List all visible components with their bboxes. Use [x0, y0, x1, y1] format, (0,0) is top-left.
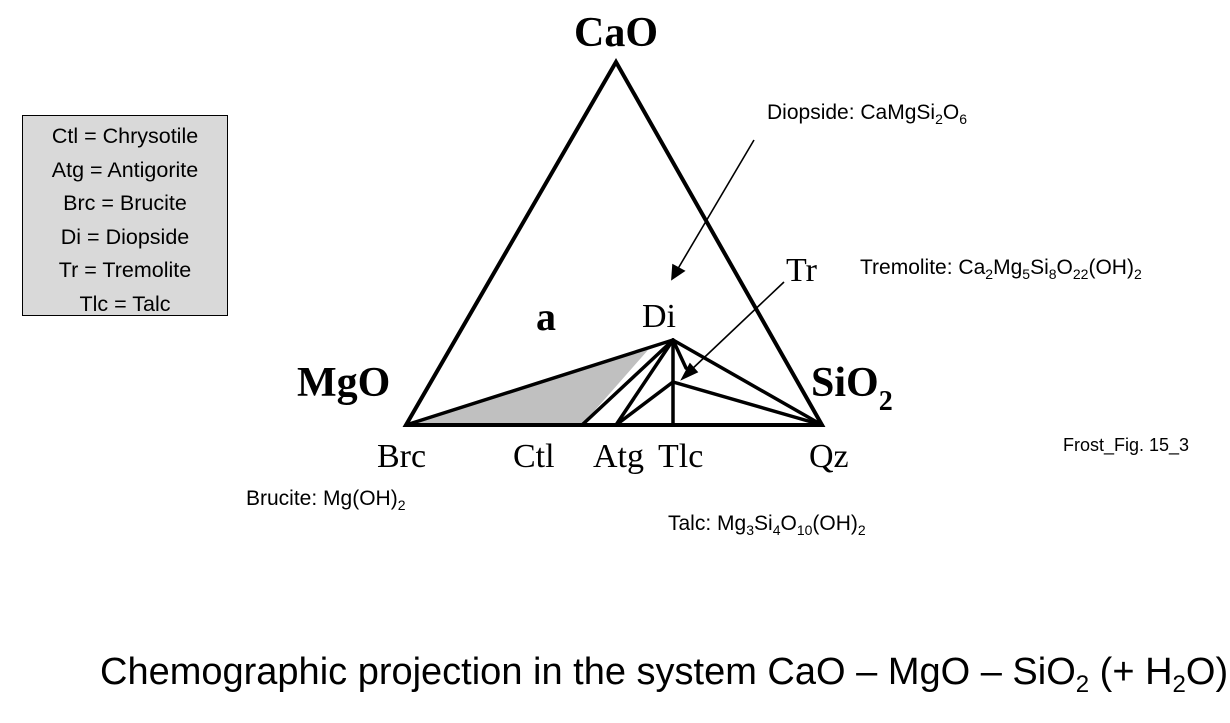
legend-item: Di = Diopside: [60, 224, 190, 249]
vertex-label-mgo: MgO: [297, 360, 390, 406]
tie-lines: [404, 338, 824, 427]
phase-label-qz: Qz: [809, 438, 849, 475]
formula-subscript: 10: [796, 522, 813, 538]
legend-item: Ctl = Chrysotile: [51, 124, 199, 148]
formula-text: Si: [1030, 256, 1049, 279]
figure-reference: Frost_Fig. 15_3: [1063, 435, 1190, 455]
formula-text: (OH): [1088, 256, 1134, 279]
phase-label-tr: Tr: [786, 252, 818, 289]
ternary-triangle: [402, 57, 826, 427]
formula-text: O: [942, 101, 960, 124]
formula-subscript: 22: [1072, 266, 1089, 282]
phase-label-brc: Brc: [377, 438, 426, 475]
formula-subscript: 3: [746, 522, 754, 538]
formula-text: Ca: [958, 256, 986, 279]
formula-text: Mg: [717, 512, 747, 535]
formula-subscript: 2: [1172, 671, 1186, 698]
formula-text: Si: [754, 512, 773, 535]
abbreviation-legend: Ctl = Chrysotile Atg = Antigorite Brc = …: [22, 115, 228, 316]
vertex-label-cao: CaO: [574, 10, 658, 56]
pointer-arrows: [671, 139, 785, 381]
formula-subscript: 2: [1075, 671, 1090, 698]
formula-subscript: 8: [1048, 266, 1057, 282]
formula-text: O: [780, 512, 797, 535]
formula-subscript: 6: [959, 111, 968, 127]
formula-text: Mg(OH): [323, 487, 398, 510]
phase-label-ctl: Ctl: [513, 438, 555, 475]
panel-label: a: [536, 294, 556, 339]
formula-subscript: 2: [397, 497, 406, 513]
formula-subscript: 2: [985, 266, 994, 282]
formula-text: CaMgSi: [860, 101, 936, 124]
formula-subscript: 2: [935, 111, 943, 127]
formula-text: O): [1185, 651, 1229, 693]
annotation-diopside: Diopside: CaMgSi2O6: [767, 101, 968, 127]
legend-item: Tlc = Talc: [79, 291, 171, 316]
annotation-tremolite: Tremolite: Ca2Mg5Si8O22(OH)2: [860, 256, 1142, 282]
legend-item: Atg = Antigorite: [51, 157, 199, 182]
formula-subscript: 5: [1022, 266, 1031, 282]
annotation-talc: Talc: Mg3Si4O10(OH)2: [668, 512, 866, 538]
phase-label-di: Di: [642, 298, 676, 335]
caption: Chemographic projection in the system Ca…: [100, 651, 1229, 697]
legend-item: Brc = Brucite: [63, 191, 187, 215]
vertex-label-sio2: SiO2: [811, 360, 893, 417]
formula-text: O: [1056, 256, 1073, 279]
annotation-brucite: Brucite: Mg(OH)2: [246, 487, 406, 513]
phase-label-tlc: Tlc: [658, 438, 703, 475]
legend-item: Tr = Tremolite: [58, 258, 192, 282]
formula-text: (OH): [812, 512, 858, 535]
formula-subscript: 4: [772, 522, 781, 538]
formula-subscript: 2: [1133, 266, 1142, 282]
formula-text: Mg: [993, 256, 1023, 279]
formula-text: Chemographic projection in the system Ca…: [100, 651, 1076, 693]
formula-text: (+ H: [1089, 651, 1173, 693]
formula-subscript: 2: [857, 522, 866, 538]
phase-label-atg: Atg: [593, 438, 644, 475]
